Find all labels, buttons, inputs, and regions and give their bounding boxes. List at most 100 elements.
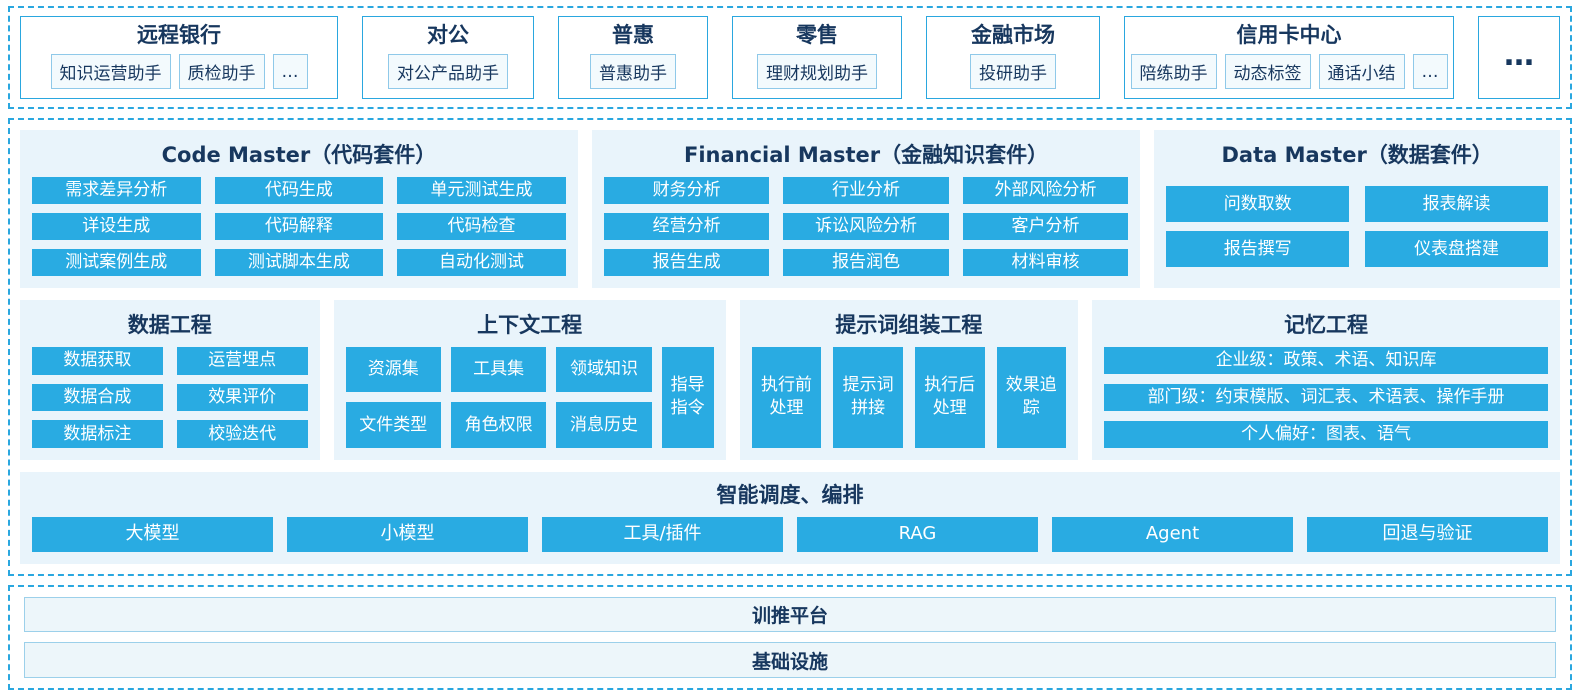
orchestration-cell: 工具/插件 (542, 516, 783, 552)
group-title-retail: 零售 (796, 23, 838, 47)
engineering-row: 数据工程 数据获取 运营埋点 数据合成 效果评价 数据标注 校验迭代 上下文工程… (20, 299, 1561, 460)
panel-title-data-master: Data Master（数据套件） (1221, 143, 1493, 168)
panel-context-engineering: 上下文工程 资源集 工具集 领域知识 文件类型 角色权限 消息历史 指导指令 (333, 299, 726, 460)
context-engineering-body: 资源集 工具集 领域知识 文件类型 角色权限 消息历史 指导指令 (345, 346, 714, 448)
assistant-chip: 投研助手 (970, 54, 1056, 90)
orchestration-cell: 回退与验证 (1307, 516, 1548, 552)
memory-level-row: 企业级：政策、术语、知识库 (1104, 346, 1549, 374)
capability-cell: 测试脚本生成 (214, 249, 384, 276)
capability-cell: 领域知识 (556, 346, 652, 393)
capability-cell: 校验迭代 (176, 420, 308, 448)
orchestration-cell: RAG (797, 516, 1038, 552)
data-master-grid: 问数取数 报表解读 报告撰写 仪表盘搭建 (1166, 177, 1548, 276)
capability-cell: 消息历史 (556, 402, 652, 448)
capability-cell: 工具集 (450, 346, 547, 393)
capability-band: Code Master（代码套件） 需求差异分析 代码生成 单元测试生成 详设生… (8, 118, 1572, 576)
ellipsis-chip: … (272, 54, 308, 90)
more-units-box: … (1478, 16, 1560, 100)
capability-cell: 单元测试生成 (397, 177, 566, 205)
panel-memory-engineering: 记忆工程 企业级：政策、术语、知识库 部门级：约束模版、词汇表、术语表、操作手册… (1092, 299, 1561, 460)
group-title-financial-markets: 金融市场 (971, 23, 1055, 47)
group-inclusive-finance: 普惠 普惠助手 (558, 16, 708, 100)
capability-cell: 运营埋点 (176, 346, 308, 375)
capability-cell: 详设生成 (32, 213, 201, 241)
capability-cell: 资源集 (345, 346, 441, 393)
capability-cell: 外部风险分析 (962, 177, 1129, 205)
group-title-remote-banking: 远程银行 (137, 23, 221, 47)
ellipsis-chip: … (1412, 54, 1448, 90)
platform-band: 训推平台 基础设施 (8, 584, 1572, 690)
panel-data-engineering: 数据工程 数据获取 运营埋点 数据合成 效果评价 数据标注 校验迭代 (20, 299, 320, 460)
chip-row: 投研助手 (970, 54, 1056, 90)
capability-cell: 问数取数 (1166, 186, 1350, 223)
assistant-chip: 陪练助手 (1130, 54, 1217, 90)
capability-cell: 代码检查 (397, 213, 566, 241)
capability-cell: 效果评价 (176, 383, 308, 412)
capability-cell: 代码生成 (214, 177, 384, 205)
assistant-chip: 对公产品助手 (388, 54, 508, 90)
panel-title-context-engineering: 上下文工程 (477, 312, 583, 337)
capability-cell: 报表解读 (1365, 186, 1548, 223)
capability-cell: 数据标注 (32, 420, 163, 448)
group-remote-banking: 远程银行 知识运营助手 质检助手 … (20, 16, 338, 100)
assistant-chip: 动态标签 (1224, 54, 1311, 90)
group-credit-card-center: 信用卡中心 陪练助手 动态标签 通话小结 … (1124, 16, 1454, 100)
assistant-chip: 通话小结 (1318, 54, 1405, 90)
capability-cell: 提示词拼接 (833, 346, 903, 448)
capability-cell: 执行后处理 (914, 346, 985, 448)
capability-cell: 行业分析 (783, 177, 949, 205)
capability-cell: 代码解释 (214, 213, 384, 241)
capability-cell: 报告撰写 (1166, 231, 1350, 268)
financial-master-grid: 财务分析 行业分析 外部风险分析 经营分析 诉讼风险分析 客户分析 报告生成 报… (603, 177, 1129, 276)
capability-cell: 报告润色 (783, 249, 949, 276)
assistant-chip: 普惠助手 (590, 54, 676, 90)
capability-cell: 材料审核 (962, 249, 1129, 276)
group-title-credit-card-center: 信用卡中心 (1236, 23, 1342, 47)
orchestration-cell: 大模型 (32, 516, 273, 552)
capability-cell: 仪表盘搭建 (1365, 231, 1548, 268)
group-financial-markets: 金融市场 投研助手 (926, 16, 1100, 100)
guidance-instruction-cell: 指导指令 (661, 346, 714, 448)
chip-row: 知识运营助手 质检助手 … (50, 54, 308, 90)
memory-level-row: 个人偏好：图表、语气 (1104, 420, 1549, 448)
panel-title-financial-master: Financial Master（金融知识套件） (683, 143, 1049, 168)
orchestration-row: 大模型 小模型 工具/插件 RAG Agent 回退与验证 (32, 516, 1548, 552)
suites-row: Code Master（代码套件） 需求差异分析 代码生成 单元测试生成 详设生… (20, 130, 1560, 288)
capability-cell: 诉讼风险分析 (783, 213, 949, 241)
capability-cell: 经营分析 (603, 213, 770, 241)
panel-title-orchestration: 智能调度、编排 (716, 482, 864, 507)
capability-cell: 执行前处理 (751, 346, 822, 448)
training-inference-platform-row: 训推平台 (24, 596, 1556, 633)
capability-cell: 数据获取 (32, 346, 163, 375)
assistant-chip: 理财规划助手 (757, 54, 877, 90)
memory-engineering-rows: 企业级：政策、术语、知识库 部门级：约束模版、词汇表、术语表、操作手册 个人偏好… (1104, 346, 1549, 448)
capability-cell: 文件类型 (345, 402, 441, 448)
capability-cell: 角色权限 (450, 402, 547, 448)
group-title-inclusive-finance: 普惠 (612, 23, 654, 47)
chip-row: 陪练助手 动态标签 通话小结 … (1130, 54, 1448, 90)
capability-cell: 数据合成 (32, 383, 163, 412)
capability-cell: 效果追踪 (996, 346, 1067, 448)
group-title-corporate: 对公 (427, 23, 469, 47)
context-engineering-grid: 资源集 工具集 领域知识 文件类型 角色权限 消息历史 (345, 346, 652, 448)
panel-title-memory-engineering: 记忆工程 (1284, 312, 1369, 337)
capability-cell: 测试案例生成 (32, 249, 201, 276)
panel-data-master: Data Master（数据套件） 问数取数 报表解读 报告撰写 仪表盘搭建 (1154, 130, 1560, 288)
panel-prompt-engineering: 提示词组装工程 执行前处理 提示词拼接 执行后处理 效果追踪 (739, 299, 1079, 460)
capability-cell: 报告生成 (603, 249, 770, 276)
chip-row: 普惠助手 (590, 54, 676, 90)
panel-code-master: Code Master（代码套件） 需求差异分析 代码生成 单元测试生成 详设生… (20, 130, 578, 288)
code-master-grid: 需求差异分析 代码生成 单元测试生成 详设生成 代码解释 代码检查 测试案例生成… (32, 177, 566, 276)
assistant-chip: 知识运营助手 (50, 54, 171, 90)
business-units-band: 远程银行 知识运营助手 质检助手 … 对公 对公产品助手 普惠 普惠助手 零售 … (8, 6, 1572, 110)
orchestration-cell: 小模型 (287, 516, 528, 552)
chip-row: 对公产品助手 (388, 54, 508, 90)
assistant-chip: 质检助手 (178, 54, 265, 90)
panel-title-code-master: Code Master（代码套件） (161, 143, 437, 168)
group-corporate: 对公 对公产品助手 (362, 16, 534, 100)
group-retail: 零售 理财规划助手 (732, 16, 902, 100)
panel-title-data-engineering: 数据工程 (127, 312, 212, 337)
capability-cell: 自动化测试 (397, 249, 566, 276)
infrastructure-row: 基础设施 (24, 642, 1556, 678)
